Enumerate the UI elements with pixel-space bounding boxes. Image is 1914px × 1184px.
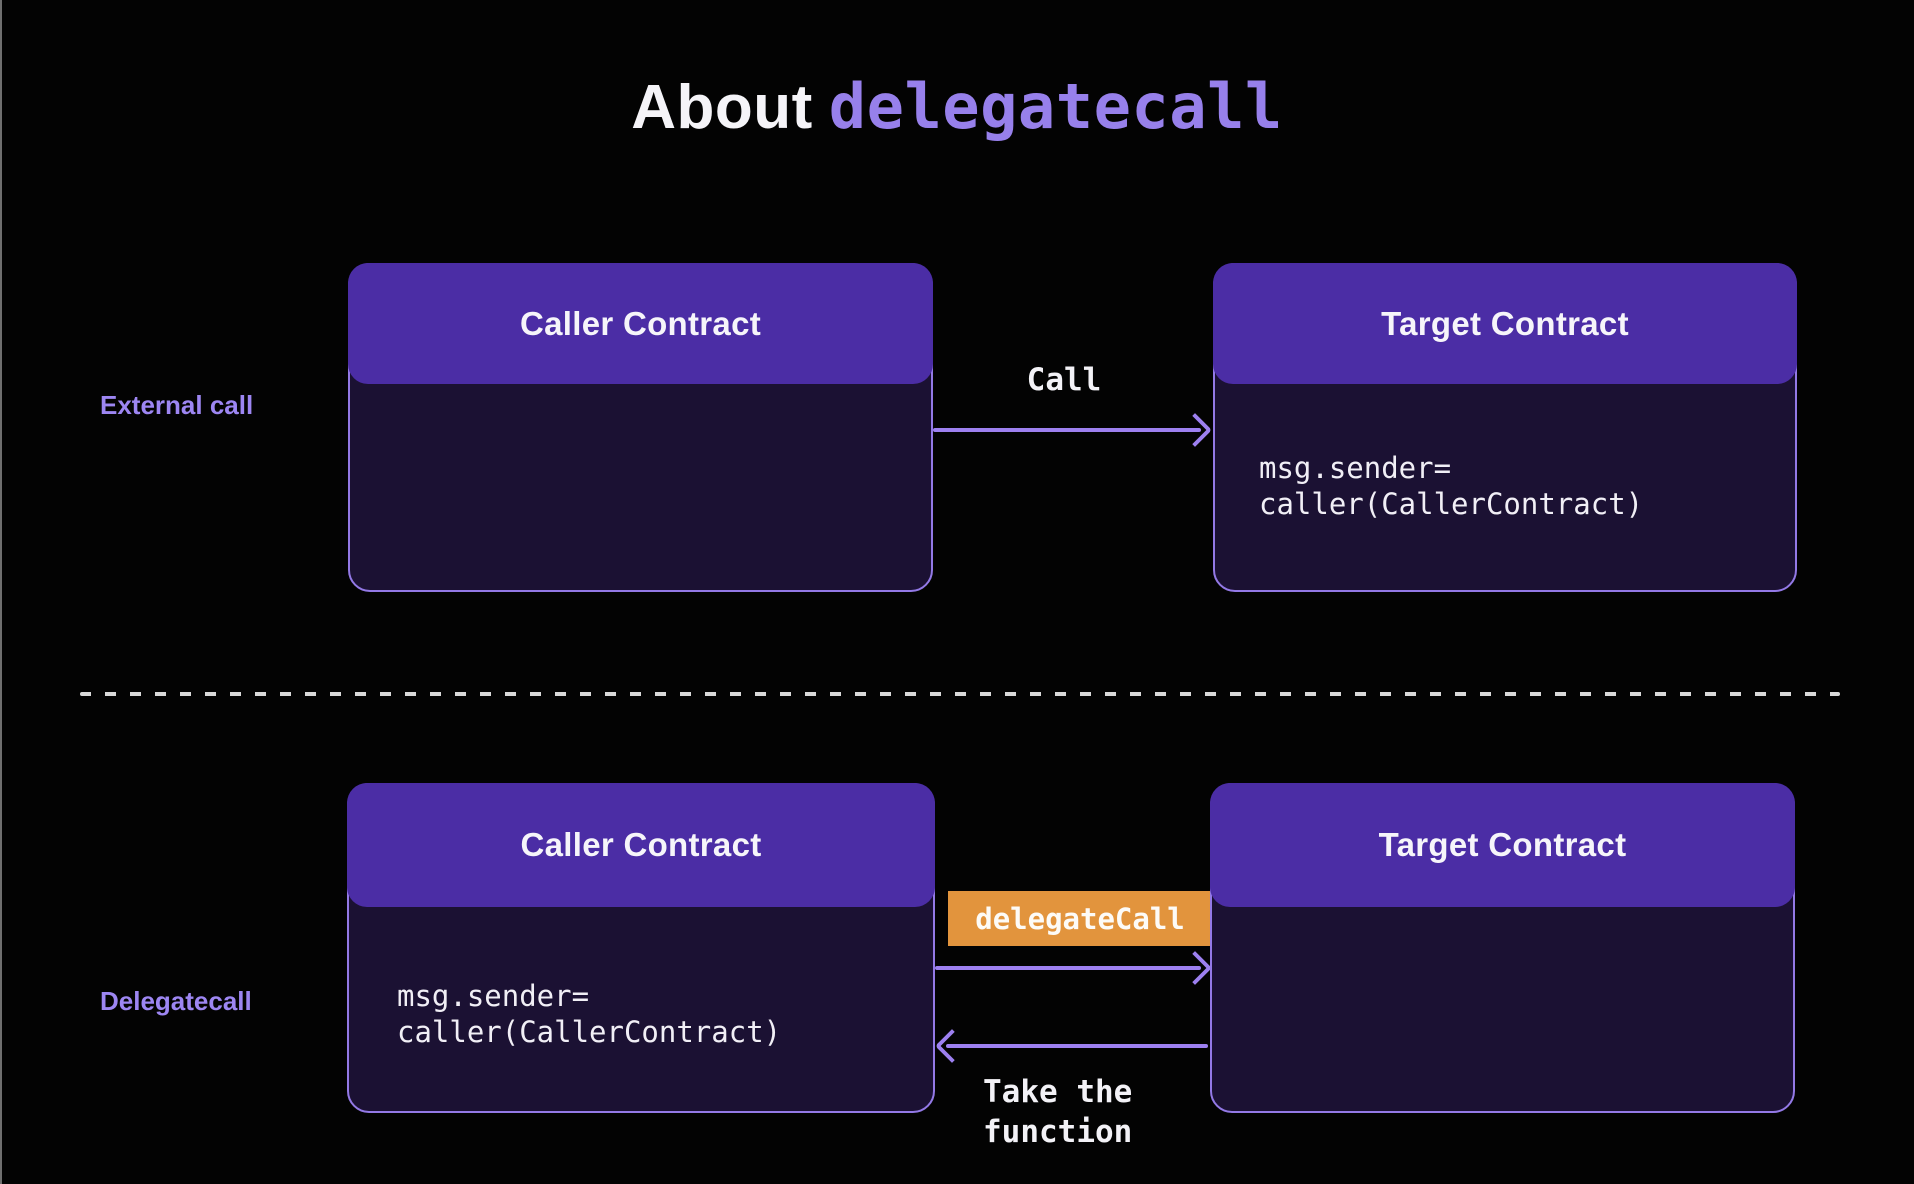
delegatecall-arrowhead-icon bbox=[1178, 951, 1212, 985]
call-arrow-label: Call bbox=[1026, 362, 1102, 398]
delegate-target-contract-box: Target Contract bbox=[1210, 783, 1795, 1113]
external-call-label: External call bbox=[100, 390, 254, 420]
external-target-msg-sender-code: msg.sender= caller(CallerContract) bbox=[1259, 451, 1644, 521]
section-divider bbox=[80, 692, 1840, 696]
delegate-target-contract-header: Target Contract bbox=[1210, 783, 1795, 907]
delegatecall-arrow-line bbox=[935, 966, 1201, 970]
delegate-caller-contract-title: Caller Contract bbox=[520, 826, 762, 863]
title-delegatecall-text: delegatecall bbox=[828, 70, 1283, 143]
take-function-arrow bbox=[935, 1029, 1208, 1063]
external-caller-contract-title: Caller Contract bbox=[519, 304, 762, 342]
left-edge-line bbox=[0, 0, 2, 1184]
call-arrow-line bbox=[933, 428, 1201, 432]
take-function-arrow-line bbox=[946, 1044, 1208, 1048]
take-function-label: Take the function bbox=[983, 1074, 1133, 1150]
take-function-arrowhead-icon bbox=[935, 1029, 969, 1063]
delegatecall-badge: delegateCall bbox=[948, 891, 1212, 946]
external-target-contract-header: Target Contract bbox=[1213, 263, 1797, 384]
delegate-target-contract-title: Target Contract bbox=[1378, 826, 1627, 863]
external-caller-contract-header: Caller Contract bbox=[348, 263, 933, 384]
delegate-caller-msg-sender-code: msg.sender= caller(CallerContract) bbox=[397, 979, 782, 1049]
call-arrowhead-icon bbox=[1178, 413, 1212, 447]
delegatecall-label: Delegatecall bbox=[100, 986, 252, 1016]
delegate-caller-contract-box: Caller Contract msg.sender= caller(Calle… bbox=[347, 783, 935, 1113]
delegatecall-arrow bbox=[935, 951, 1212, 985]
external-caller-contract-box: Caller Contract bbox=[348, 263, 933, 592]
delegate-caller-contract-header: Caller Contract bbox=[347, 783, 935, 907]
external-target-contract-title: Target Contract bbox=[1381, 304, 1629, 342]
call-arrow bbox=[933, 413, 1212, 447]
external-target-contract-box: Target Contract msg.sender= caller(Calle… bbox=[1213, 263, 1797, 592]
title-about-text: About bbox=[631, 73, 813, 142]
